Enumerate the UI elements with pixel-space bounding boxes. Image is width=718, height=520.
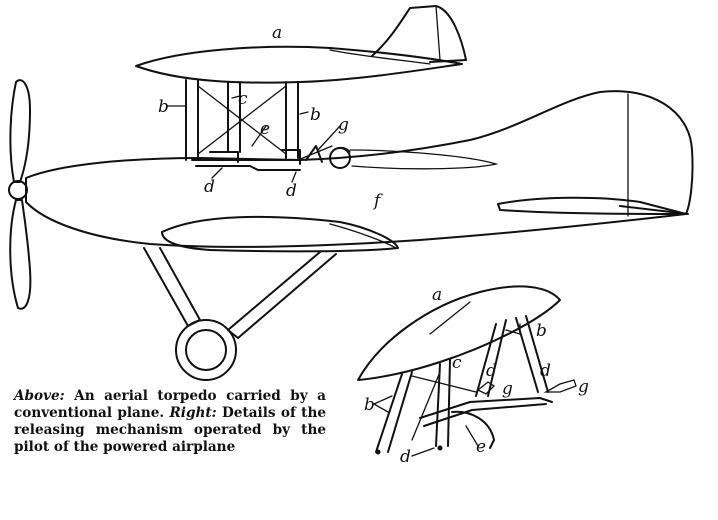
detail-label-b-right: b — [536, 321, 547, 341]
label-g: g — [338, 115, 349, 135]
detail-strut-left — [375, 371, 413, 453]
release-lever — [297, 145, 333, 161]
detail-label-b-left: b — [364, 395, 375, 415]
release-mechanism — [191, 149, 301, 171]
detail-pin-center — [437, 445, 443, 451]
strut-cross-bracing — [197, 85, 287, 155]
top-leader-lines — [167, 95, 341, 183]
landing-gear-strut-rear — [227, 251, 337, 339]
detail-leader-lines — [373, 323, 521, 457]
label-e: e — [260, 119, 270, 139]
detail-label-d-top: d — [486, 361, 497, 381]
torpedo-rudder-line — [435, 5, 441, 61]
detail-hook-right — [543, 379, 577, 393]
label-f: f — [372, 191, 383, 211]
figure-caption: Above: An aerial torpedo carried by a co… — [14, 388, 326, 456]
landing-wheel-inner — [185, 329, 227, 371]
label-c: c — [238, 89, 248, 109]
detail-torpedo-line — [429, 301, 471, 335]
detail-label-c: c — [452, 353, 462, 373]
tailplane — [497, 196, 687, 215]
detail-label-d-right: d — [540, 361, 551, 381]
headrest-fairing — [349, 149, 499, 170]
caption-lead-above: Above: — [14, 388, 65, 404]
detail-torpedo-body — [357, 285, 561, 381]
tailplane-trailing-edge — [619, 205, 689, 215]
propeller-spinner — [8, 180, 28, 200]
pilot-goggles — [331, 146, 351, 153]
torpedo-strut-rear — [285, 81, 299, 159]
lower-wing — [161, 215, 399, 253]
torpedo-strut-front — [185, 79, 199, 161]
detail-labels: a b c d g d g b e d — [364, 285, 589, 467]
caption-text-above: An aerial torpedo carried by a conventio… — [14, 388, 326, 421]
detail-strut-center — [435, 359, 451, 447]
detail-hook-mid — [476, 381, 496, 395]
detail-label-e: e — [476, 437, 486, 457]
label-d-left: d — [204, 177, 215, 197]
landing-gear-strut-front — [143, 247, 201, 327]
propeller-upper-blade — [9, 79, 31, 183]
lower-wing-aileron — [329, 223, 397, 249]
caption-text-right: Details of the releasing mechanism opera… — [14, 405, 326, 455]
detail-release-curve — [451, 410, 495, 449]
propeller-lower-blade — [9, 199, 32, 310]
label-a: a — [272, 23, 282, 43]
top-labels: a b c b e g d d f — [158, 23, 383, 211]
detail-label-d-bottom: d — [400, 447, 411, 467]
detail-pin-left — [375, 449, 381, 455]
label-b-left: b — [158, 97, 169, 117]
carrier-airplane-drawing — [8, 79, 694, 381]
label-d-right: d — [286, 181, 297, 201]
label-b-right: b — [310, 105, 321, 125]
detail-cross-bracing — [411, 371, 477, 441]
aerial-torpedo-drawing — [135, 5, 467, 84]
detail-label-a: a — [432, 285, 442, 305]
detail-label-g-mid: g — [502, 379, 513, 399]
detail-label-g-right: g — [578, 377, 589, 397]
detail-release-bar — [419, 397, 553, 427]
caption-lead-right: Right: — [169, 405, 217, 421]
landing-wheel-outer — [175, 319, 237, 381]
strut-center-post — [227, 81, 241, 153]
torpedo-body — [135, 45, 463, 84]
fuselage-outline — [25, 90, 694, 248]
torpedo-fairing-line — [329, 49, 431, 65]
